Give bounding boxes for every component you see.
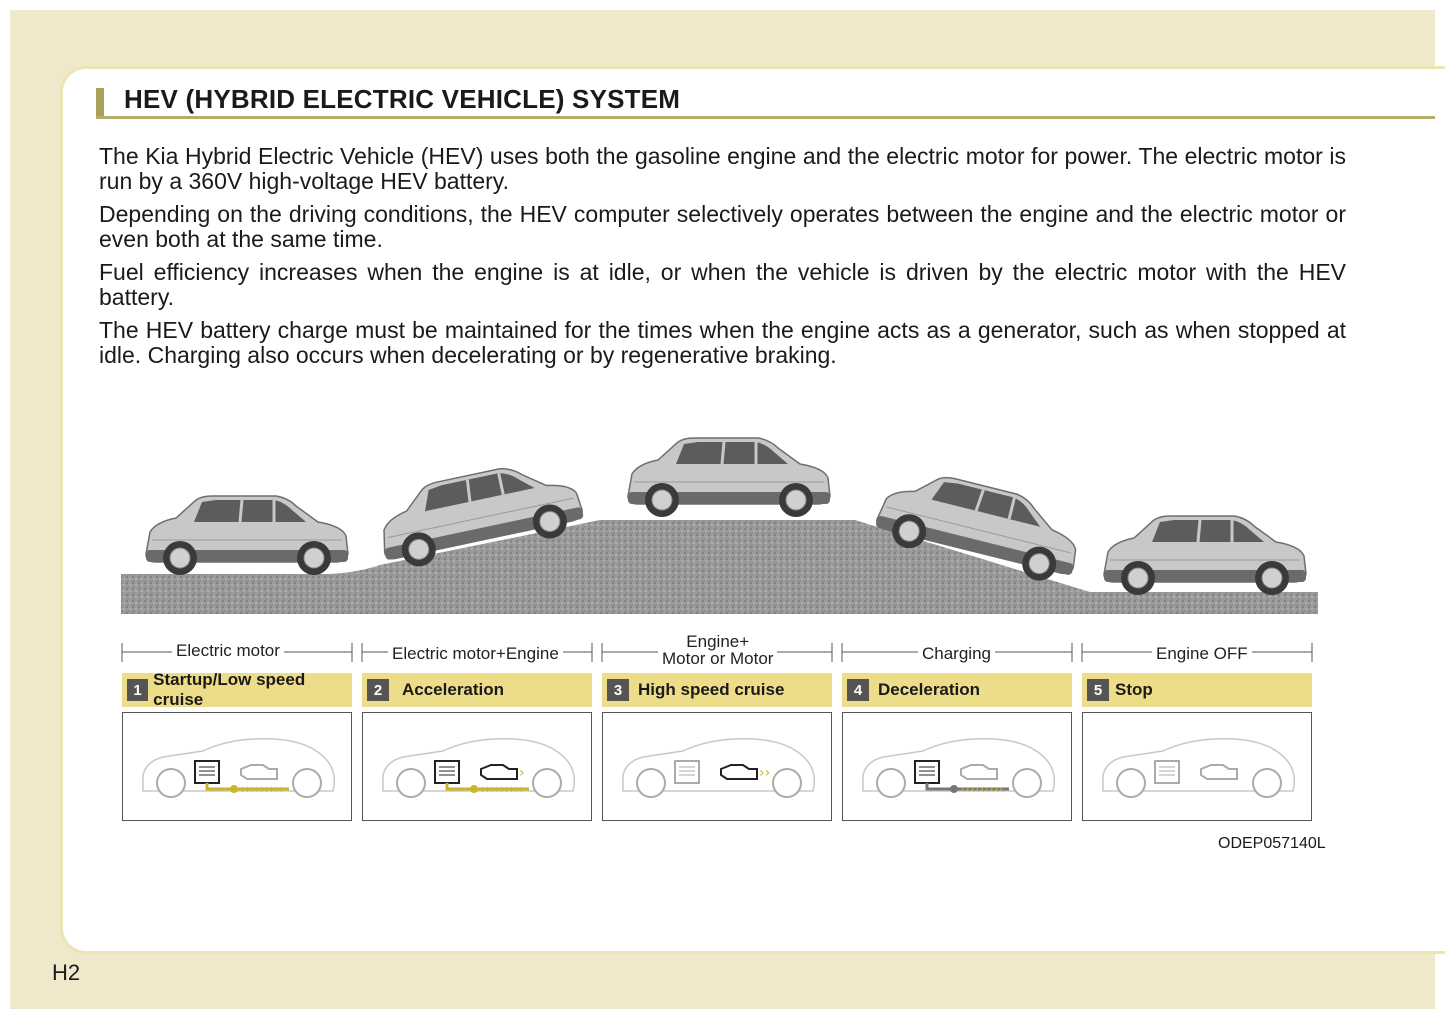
svg-text:›››››››››: ››››››››› <box>481 782 524 796</box>
power-label-3-line1: Engine+ <box>686 632 750 651</box>
wheel-icon <box>1252 768 1282 798</box>
stage-header-5: 5 Stop <box>1082 673 1312 707</box>
power-flow-diagram <box>1102 738 1296 798</box>
stage-title: Startup/Low speed cruise <box>153 670 306 709</box>
stage-title: Stop <box>1115 680 1153 699</box>
paragraph-1: The Kia Hybrid Electric Vehicle (HEV) us… <box>99 143 1346 194</box>
wheel-icon <box>772 768 802 798</box>
svg-text:››: ›› <box>759 765 770 781</box>
wheel-icon <box>532 768 562 798</box>
car-stop <box>1102 514 1308 597</box>
title-accent-bar <box>96 88 104 116</box>
stage-diagram-4: ‹‹‹‹‹‹‹‹‹ <box>842 712 1072 821</box>
wheel-icon <box>636 768 666 798</box>
battery-icon <box>674 760 700 784</box>
power-label-3: Engine+ Motor or Motor <box>658 632 778 668</box>
power-flow-diagram: ‹‹‹‹‹‹‹‹‹ <box>862 738 1056 798</box>
engine-icon <box>1200 764 1238 780</box>
power-label-1: Electric motor <box>172 642 284 659</box>
wheel-icon <box>156 768 186 798</box>
power-label-2: Electric motor+Engine <box>388 645 563 662</box>
stage-title: High speed cruise <box>638 680 785 699</box>
power-label-5: Engine OFF <box>1152 645 1252 662</box>
power-flow-diagram: ›› <box>622 738 816 798</box>
wheel-icon <box>1012 768 1042 798</box>
battery-icon <box>914 760 940 784</box>
stage-number-badge: 2 <box>367 679 389 701</box>
svg-text:‹‹‹‹‹‹‹‹‹: ‹‹‹‹‹‹‹‹‹ <box>961 782 1004 796</box>
stage-diagram-3: ›› <box>602 712 832 821</box>
battery-icon <box>194 760 220 784</box>
car-startup <box>144 494 350 577</box>
page-number: H2 <box>52 960 81 985</box>
power-flow-diagram: ››››››››› <box>142 738 336 798</box>
paragraph-3: Fuel efficiency increases when the engin… <box>99 259 1346 310</box>
stage-number-badge: 4 <box>847 679 869 701</box>
stage-header-4: 4 Deceleration <box>842 673 1072 707</box>
engine-icon <box>720 764 758 780</box>
wheel-icon <box>1116 768 1146 798</box>
wheel-icon <box>396 768 426 798</box>
stage-header-2: 2 Acceleration <box>362 673 592 707</box>
figure-code: ODEP057140L <box>1218 835 1326 852</box>
stage-number-badge: 5 <box>1087 679 1109 701</box>
paragraph-4: The HEV battery charge must be maintaine… <box>99 317 1346 368</box>
power-label-3-line2: Motor or Motor <box>662 649 774 668</box>
stage-header-3: 3 High speed cruise <box>602 673 832 707</box>
power-label-4: Charging <box>918 645 995 662</box>
battery-icon <box>434 760 460 784</box>
stage-diagram-2: ››››››››› › <box>362 712 592 821</box>
paragraph-2: Depending on the driving conditions, the… <box>99 201 1346 252</box>
engine-icon <box>480 764 518 780</box>
stage-header-1: 1 Startup/Low speed cruise <box>122 670 352 709</box>
title-rule <box>96 116 1435 119</box>
svg-text:›: › <box>519 765 525 781</box>
page-title: HEV (HYBRID ELECTRIC VEHICLE) SYSTEM <box>124 84 681 114</box>
stage-title: Acceleration <box>402 680 505 699</box>
stage-number-badge: 3 <box>607 679 629 701</box>
car-high-speed <box>626 436 832 519</box>
power-flow-diagram: ››››››››› › <box>382 738 576 798</box>
stage-number-badge: 1 <box>127 679 149 701</box>
engine-icon <box>960 764 998 780</box>
wheel-icon <box>876 768 906 798</box>
stage-diagram-5 <box>1082 712 1312 821</box>
stage-title: Deceleration <box>878 680 981 699</box>
wheel-icon <box>292 768 322 798</box>
battery-icon <box>1154 760 1180 784</box>
stage-diagram-1: ››››››››› <box>122 712 352 821</box>
svg-text:›››››››››: ››››››››› <box>241 782 284 796</box>
engine-icon <box>240 764 278 780</box>
terrain <box>121 520 1318 614</box>
